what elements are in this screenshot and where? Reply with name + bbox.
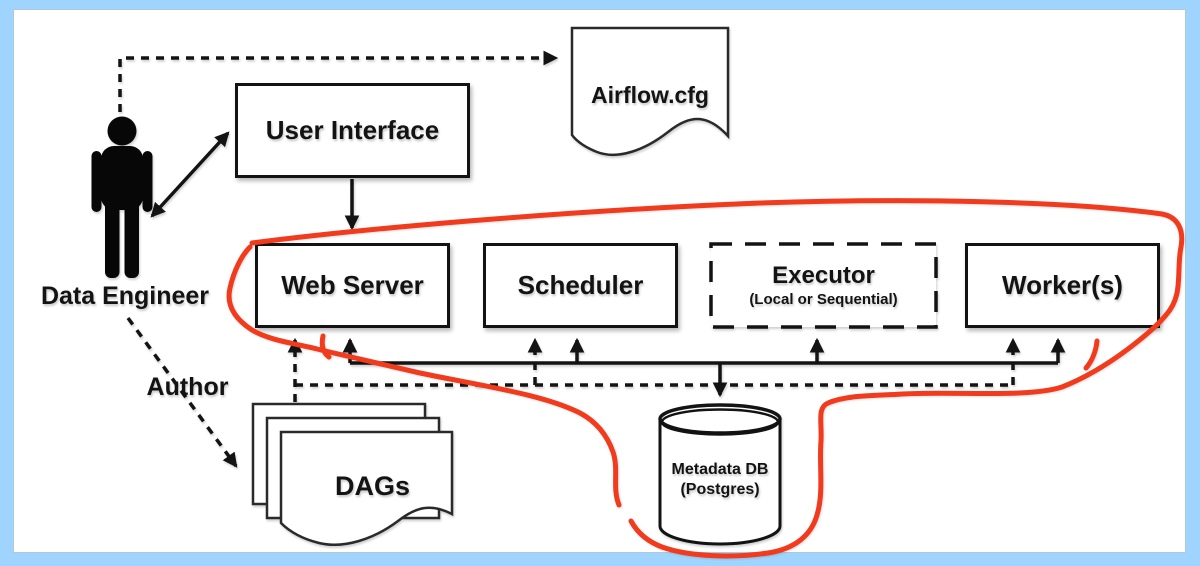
metadata-db-label-group: Metadata DB (Postgres) xyxy=(655,460,785,500)
workers-box: Worker(s) xyxy=(965,243,1160,328)
executor-box: Executor (Local or Sequential) xyxy=(711,244,936,327)
web-server-box: Web Server xyxy=(255,243,450,328)
metadata-db-label: Metadata DB xyxy=(671,461,769,478)
user-interface-label: User Interface xyxy=(265,115,440,145)
data-engineer-label: Data Engineer xyxy=(40,282,210,310)
dags-label: DAGs xyxy=(334,471,410,501)
user-interface-box: User Interface xyxy=(235,83,470,178)
airflow-cfg-label: Airflow.cfg xyxy=(591,82,709,108)
web-server-label: Web Server xyxy=(281,270,424,300)
author-label: Author xyxy=(146,373,229,401)
scheduler-box: Scheduler xyxy=(483,243,678,328)
scheduler-label: Scheduler xyxy=(517,270,644,300)
executor-sublabel: (Local or Sequential) xyxy=(749,291,898,308)
executor-label: Executor xyxy=(772,262,875,289)
metadata-db-sublabel: (Postgres) xyxy=(680,481,760,498)
workers-label: Worker(s) xyxy=(1002,270,1123,300)
